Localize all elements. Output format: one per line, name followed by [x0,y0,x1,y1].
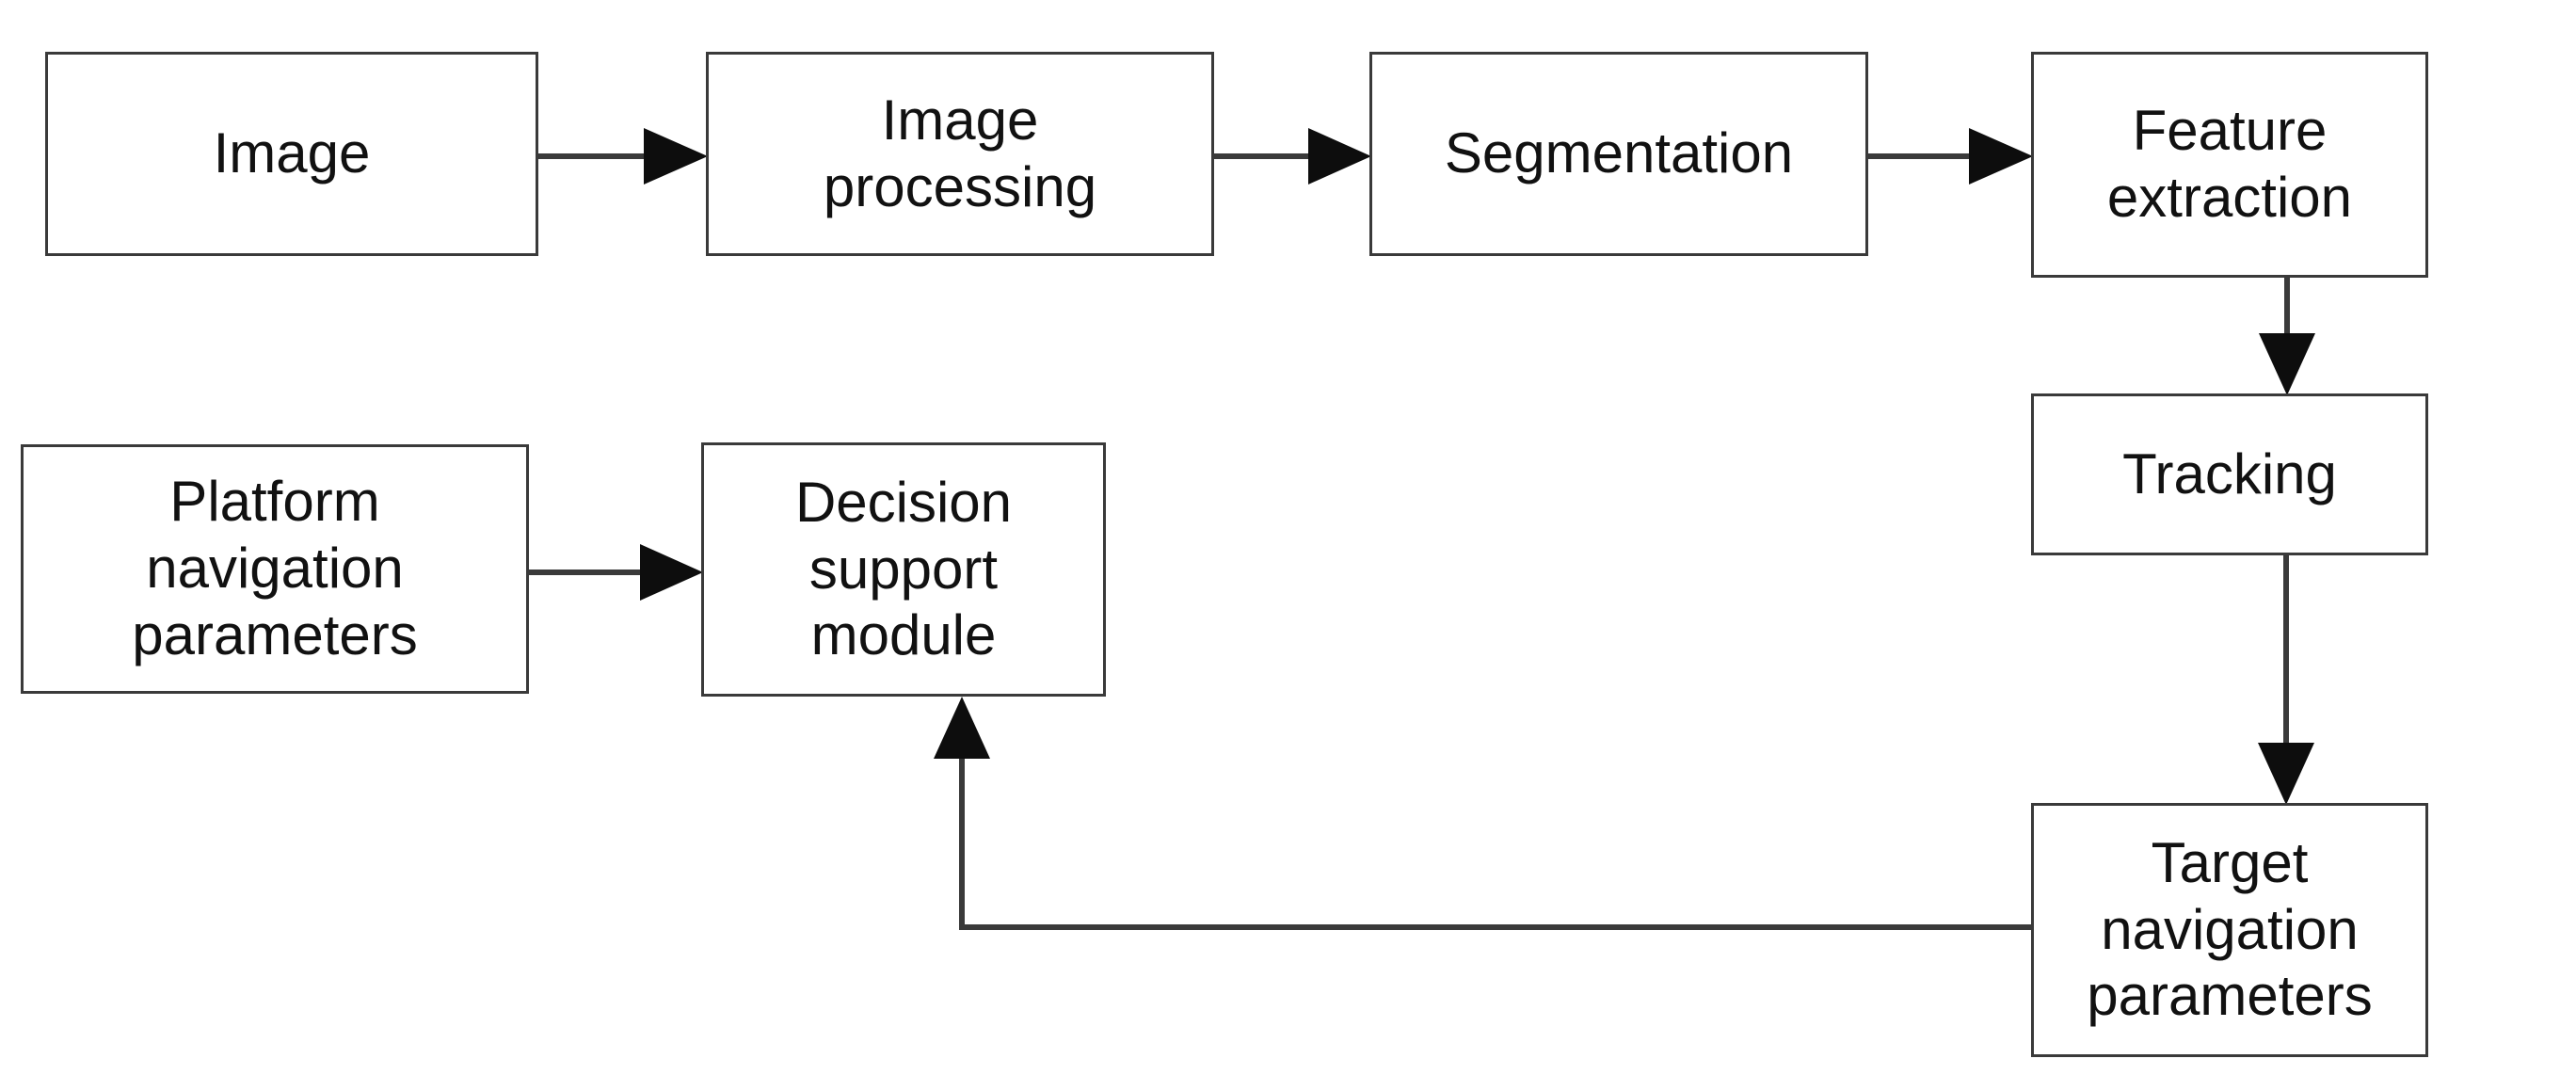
edge-image-processing-to-segmentation [1214,128,1371,185]
edge-tracking-to-target-navigation-parameters [2258,555,2314,805]
node-tracking[interactable]: Tracking [2031,393,2428,555]
edge-target-navigation-parameters-to-decision-support-module [934,697,2031,930]
node-segmentation[interactable]: Segmentation [1369,52,1868,256]
edge-segmentation-to-feature-extraction [1868,128,2033,185]
edge-image-to-image-processing [538,128,708,185]
node-feature-extraction[interactable]: Feature extraction [2031,52,2428,278]
node-decision-support-module[interactable]: Decision support module [701,442,1106,697]
edge-platform-navigation-parameters-to-decision-support-module [529,544,703,601]
node-platform-navigation-parameters[interactable]: Platform navigation parameters [21,444,529,694]
node-image-processing[interactable]: Image processing [706,52,1214,256]
node-target-navigation-parameters[interactable]: Target navigation parameters [2031,803,2428,1057]
node-image[interactable]: Image [45,52,538,256]
edge-feature-extraction-to-tracking [2259,278,2315,395]
